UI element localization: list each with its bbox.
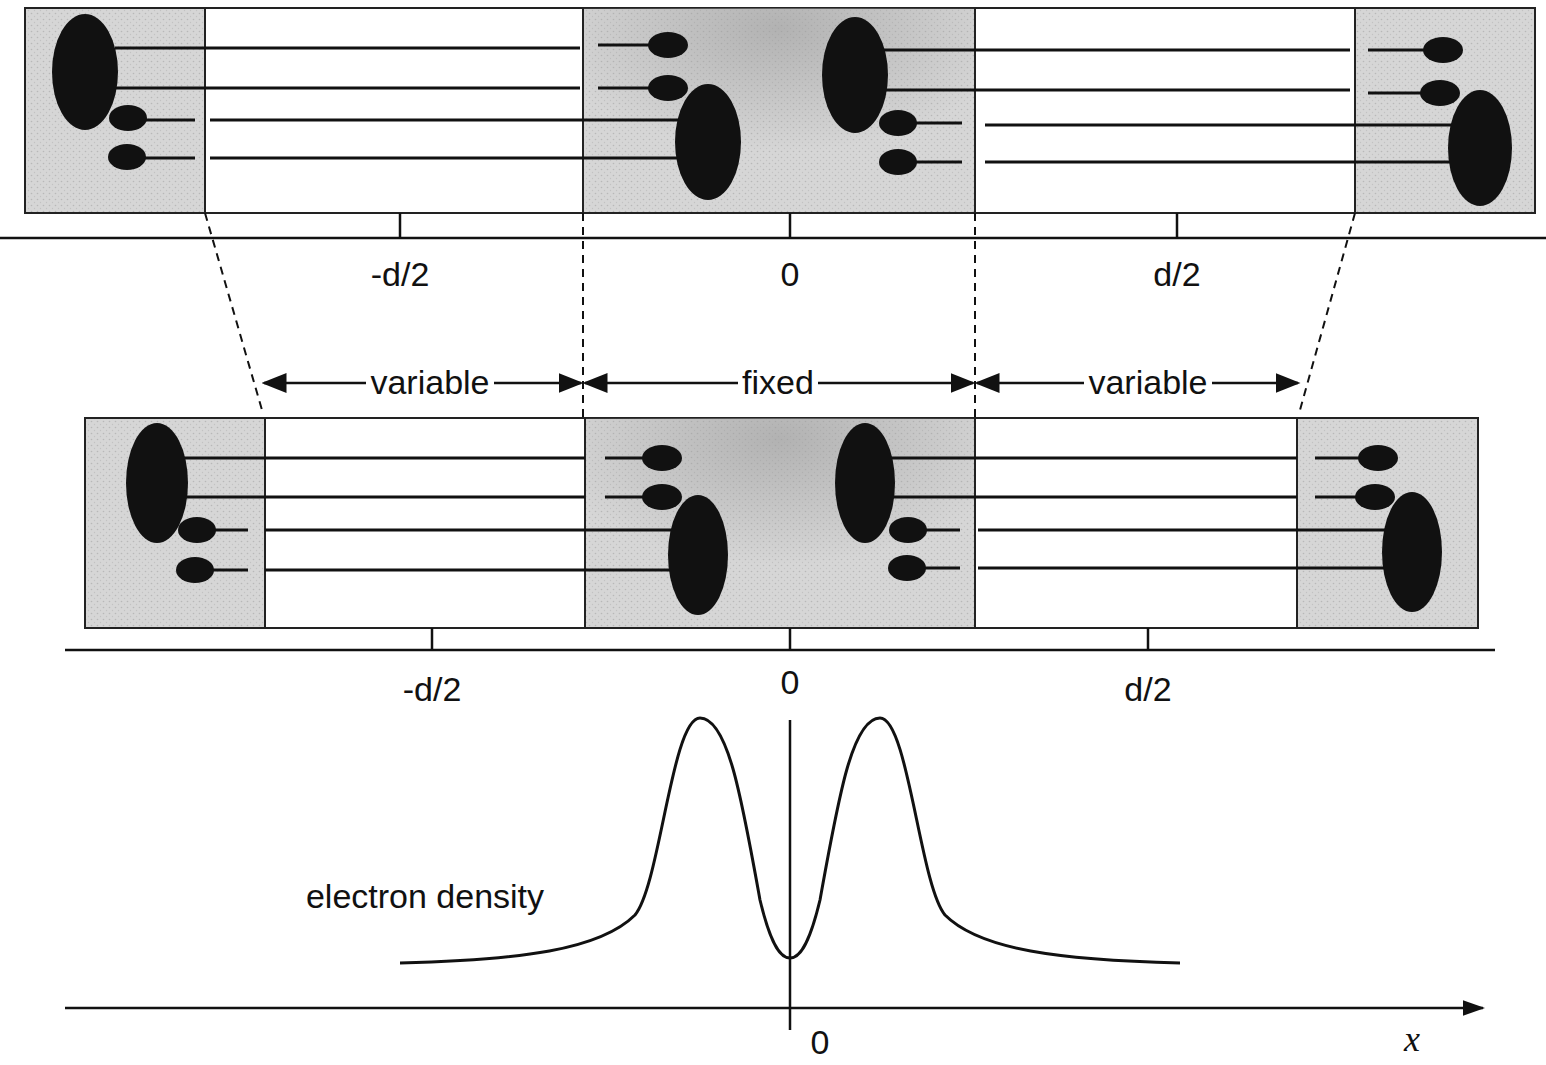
dashed-guides — [205, 213, 1355, 418]
top-axis — [0, 213, 1546, 238]
bottom-axis — [65, 628, 1495, 650]
axis-tick-label: -d/2 — [403, 671, 462, 708]
top-bilayer — [25, 8, 1535, 213]
density-plot — [65, 718, 1483, 1030]
dimension-label: variable — [1084, 364, 1211, 401]
axis-tick-label: 0 — [781, 664, 800, 701]
axis-tick-label: 0 — [781, 256, 800, 293]
bottom-bilayer — [85, 418, 1478, 628]
axis-origin-label: 0 — [811, 1024, 830, 1061]
axis-tick-label: d/2 — [1124, 671, 1171, 708]
axis-variable: x — [1404, 1020, 1420, 1060]
dimension-label: variable — [366, 364, 493, 401]
axis-tick-label: -d/2 — [371, 256, 430, 293]
axis-tick-label: d/2 — [1153, 256, 1200, 293]
dimension-label: fixed — [738, 364, 818, 401]
axis-title: electron density — [306, 878, 544, 915]
